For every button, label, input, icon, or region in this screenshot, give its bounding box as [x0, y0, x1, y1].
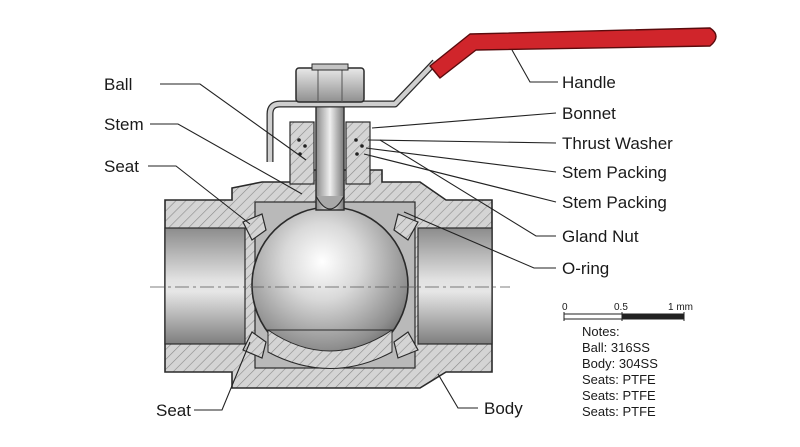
scale-tick-end: 1 mm [668, 302, 693, 313]
leader-lines [148, 49, 558, 411]
scale-bar: 0 0.5 1 mm [562, 302, 693, 321]
seat-right-lower [393, 331, 419, 359]
label-bonnet: Bonnet [562, 104, 616, 123]
ball [251, 206, 409, 369]
hex-nut [295, 67, 365, 103]
stem-packing-marks [297, 138, 364, 156]
label-o-ring: O-ring [562, 259, 609, 278]
notes-block: Notes: Ball: 316SS Body: 304SS Seats: PT… [582, 324, 658, 419]
label-handle: Handle [562, 73, 616, 92]
stem-assembly [266, 59, 438, 211]
seat-right [393, 213, 419, 241]
scale-tick-0: 0 [562, 302, 568, 313]
notes-line: Body: 304SS [582, 356, 658, 371]
label-stem-packing-2: Stem Packing [562, 193, 667, 212]
right-bore [417, 227, 493, 345]
seat-left-lower [242, 331, 267, 359]
label-body: Body [484, 399, 523, 418]
handle-lever [429, 27, 717, 79]
stem [315, 99, 345, 211]
label-thrust-washer: Thrust Washer [562, 134, 673, 153]
bonnet-left [289, 121, 315, 185]
label-stem-packing-1: Stem Packing [562, 163, 667, 182]
notes-line: Ball: 316SS [582, 340, 650, 355]
seat-left [242, 213, 267, 241]
label-seat-upper: Seat [104, 157, 139, 176]
notes-line: Seats: PTFE [582, 372, 656, 387]
notes-title: Notes: [582, 324, 620, 339]
notes-line: Seats: PTFE [582, 388, 656, 403]
notes-line: Seats: PTFE [582, 404, 656, 419]
label-ball: Ball [104, 75, 132, 94]
label-seat-lower: Seat [156, 401, 191, 420]
left-bore [164, 227, 246, 345]
label-stem: Stem [104, 115, 144, 134]
scale-tick-mid: 0.5 [614, 302, 628, 313]
label-gland-nut: Gland Nut [562, 227, 639, 246]
